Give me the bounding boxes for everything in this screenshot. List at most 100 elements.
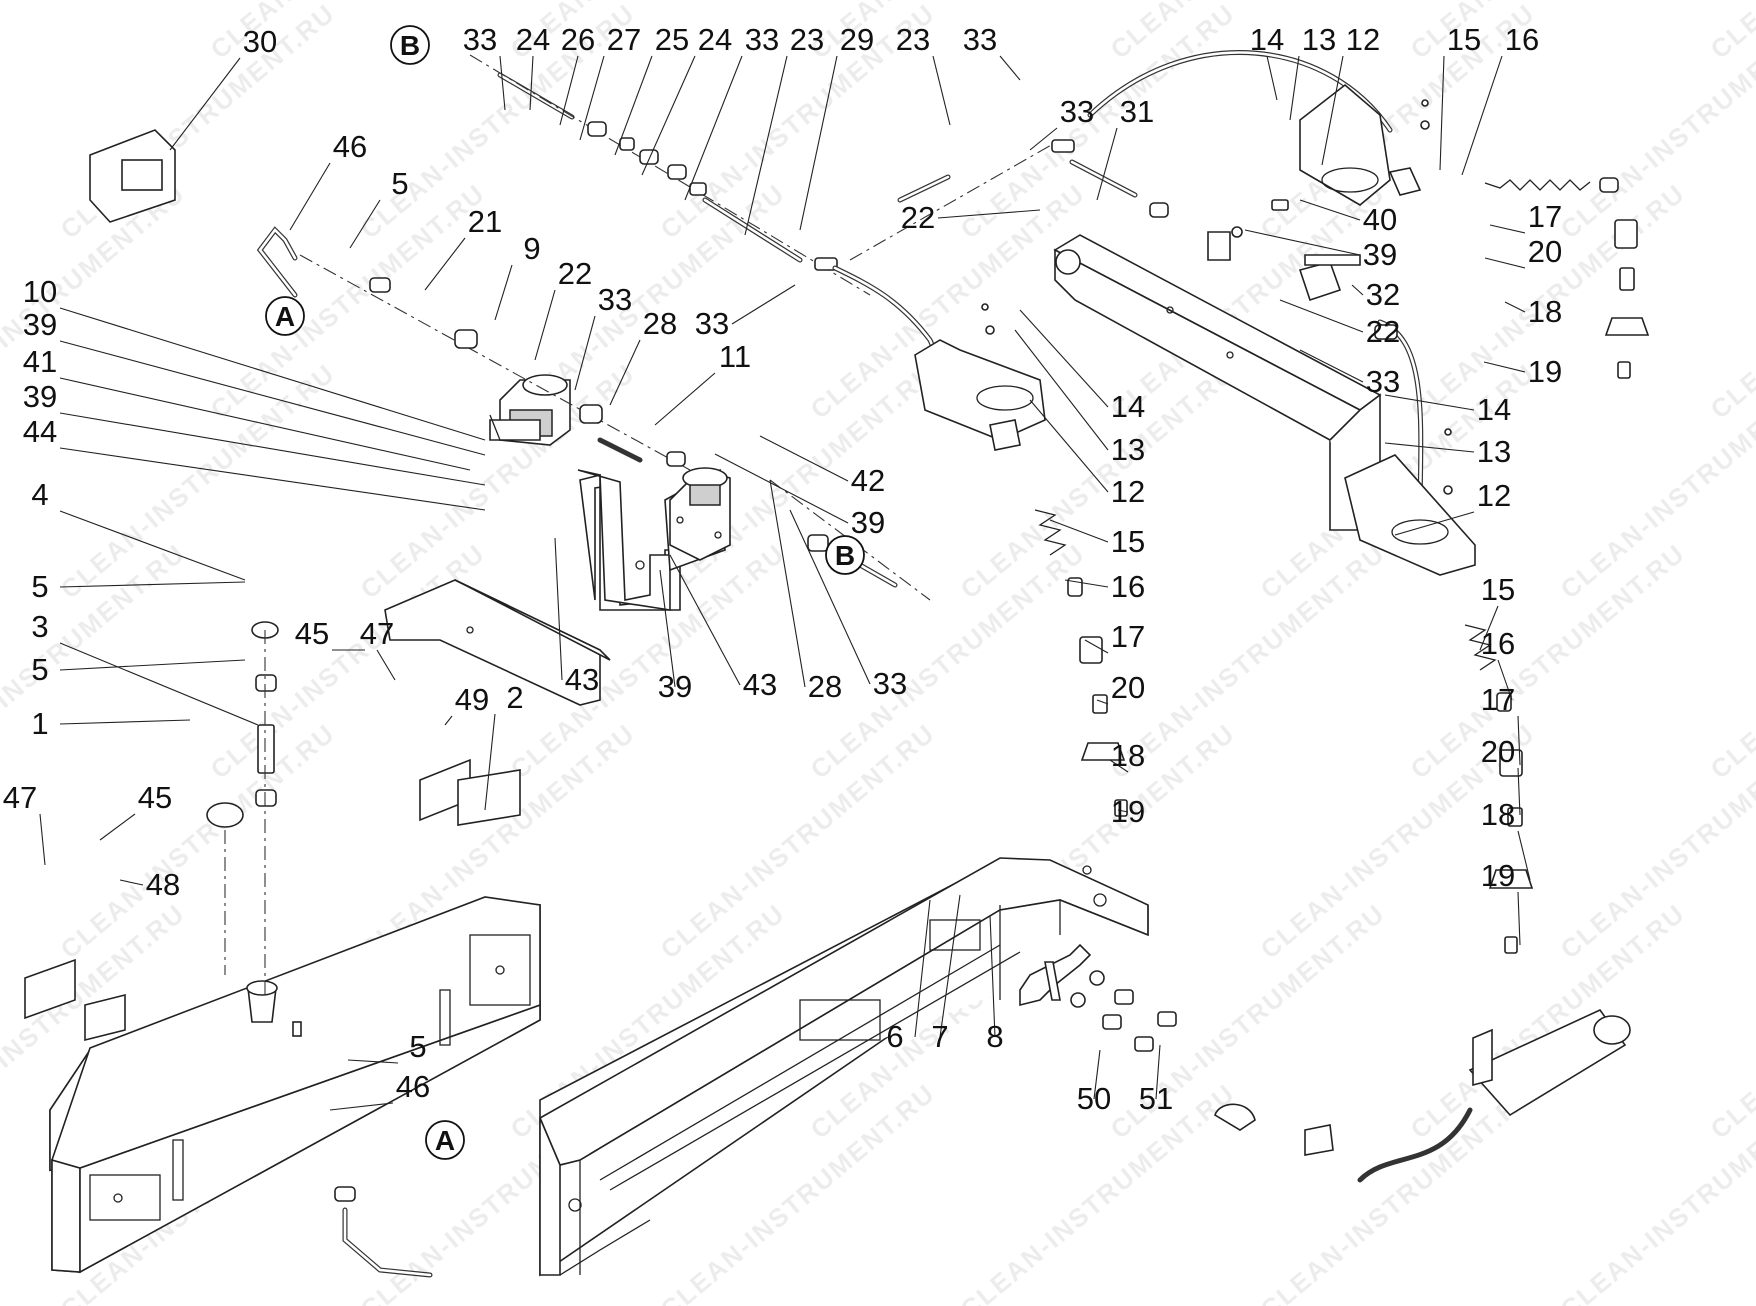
watermark-text: CLEAN-INSTRUMENT.RU	[0, 0, 191, 65]
callout-label: 23	[790, 22, 824, 57]
leader-line	[59, 659, 246, 671]
callout-label: 12	[1477, 478, 1511, 513]
callout-label: 13	[1477, 434, 1511, 469]
callout-label: 46	[396, 1069, 430, 1104]
leader-line	[989, 914, 996, 1038]
watermark-text: CLEAN-INSTRUMENT.RU	[1405, 898, 1691, 1145]
leader-line	[494, 264, 513, 321]
callout-label: 16	[1505, 22, 1539, 57]
leader-line	[1117, 809, 1129, 813]
callout-label: 43	[565, 662, 599, 697]
callout-label: 24	[516, 22, 550, 57]
callout-label: 33	[1366, 364, 1400, 399]
callout-label: 13	[1302, 22, 1336, 57]
leader-line	[669, 554, 741, 686]
callout-label: 2	[506, 680, 523, 715]
watermark-text: CLEAN-INSTRUMENT.RU	[1255, 1078, 1541, 1306]
watermark-text: CLEAN-INSTRUMENT.RU	[1255, 0, 1541, 245]
callout-label: 28	[808, 669, 842, 704]
callout-label: 32	[1366, 277, 1400, 312]
callout-label: 22	[558, 256, 592, 291]
leader-line	[347, 1059, 399, 1064]
callout-label: 12	[1346, 22, 1380, 57]
watermark-text: CLEAN-INSTRUMENT.RU	[1105, 538, 1391, 785]
watermark-text: CLEAN-INSTRUMENT.RU	[205, 538, 491, 785]
reference-circle	[825, 535, 865, 575]
leader-line	[59, 719, 191, 725]
leader-line	[684, 55, 743, 201]
leader-line	[39, 813, 46, 866]
callout-label: 15	[1481, 572, 1515, 607]
callout-label: 12	[1111, 474, 1145, 509]
callout-label: 15	[1111, 524, 1145, 559]
callout-label: 5	[31, 652, 48, 687]
leader-line	[1384, 442, 1475, 453]
leader-line	[59, 412, 486, 486]
leader-line	[1014, 329, 1109, 451]
leader-line	[59, 377, 471, 471]
callout-label: 14	[1477, 392, 1511, 427]
leader-line	[1155, 1044, 1161, 1100]
leader-line	[59, 447, 486, 511]
leader-line	[609, 339, 641, 406]
leader-line	[744, 55, 788, 236]
leader-line	[789, 509, 871, 685]
callout-label: 45	[138, 780, 172, 815]
callout-label: 23	[896, 22, 930, 57]
leader-line	[376, 649, 396, 681]
callout-label: 5	[409, 1029, 426, 1064]
leader-line	[759, 435, 849, 482]
callout-label: 39	[658, 669, 692, 704]
callout-label: 39	[1363, 237, 1397, 272]
reference-circle	[390, 25, 430, 65]
callout-label: 19	[1528, 354, 1562, 389]
reference-letter: B	[835, 540, 855, 571]
callout-label: 14	[1250, 22, 1284, 57]
tank	[49, 896, 541, 1274]
callout-label: 39	[23, 379, 57, 414]
callout-label: 17	[1481, 682, 1515, 717]
leader-line	[932, 55, 951, 126]
callout-label: 8	[986, 1019, 1003, 1054]
leader-line	[999, 55, 1021, 81]
callout-label: 26	[561, 22, 595, 57]
leader-line	[1299, 349, 1364, 383]
leader-line	[614, 55, 653, 156]
callout-label: 21	[468, 204, 502, 239]
callout-label: 43	[743, 667, 777, 702]
leader-line	[1479, 605, 1499, 651]
callout-label: 48	[146, 867, 180, 902]
cross-clamp	[1019, 943, 1177, 1052]
leader-line	[654, 372, 716, 426]
leader-line	[99, 813, 136, 841]
leader-line	[59, 340, 486, 456]
callout-label: 11	[719, 339, 751, 374]
leader-line	[529, 55, 534, 111]
misc-fittings-left	[24, 129, 1631, 1278]
callout-label: 42	[851, 463, 885, 498]
callout-label: 39	[851, 505, 885, 540]
leader-line	[1266, 55, 1278, 101]
leader-line	[1504, 301, 1526, 313]
callout-label: 19	[1111, 794, 1145, 829]
callout-label: 19	[1481, 858, 1515, 893]
leader-line	[59, 510, 246, 581]
callout-label: 3	[31, 609, 48, 644]
leader-line	[914, 899, 931, 1038]
callout-label: 30	[243, 24, 277, 59]
leader-line	[169, 57, 241, 151]
leader-line	[349, 199, 381, 249]
leader-line	[1064, 579, 1109, 588]
leader-line	[1244, 229, 1361, 256]
watermark-text: CLEAN-INSTRUMENT.RU	[1705, 538, 1756, 785]
leader-line	[939, 894, 961, 1038]
leader-line	[59, 642, 259, 726]
leader-line	[554, 537, 563, 681]
callout-label: 1	[31, 706, 48, 741]
callout-label: 20	[1111, 670, 1145, 705]
leader-lines	[39, 55, 1531, 1111]
leader-line	[424, 237, 466, 291]
callout-label: 31	[1120, 94, 1154, 129]
